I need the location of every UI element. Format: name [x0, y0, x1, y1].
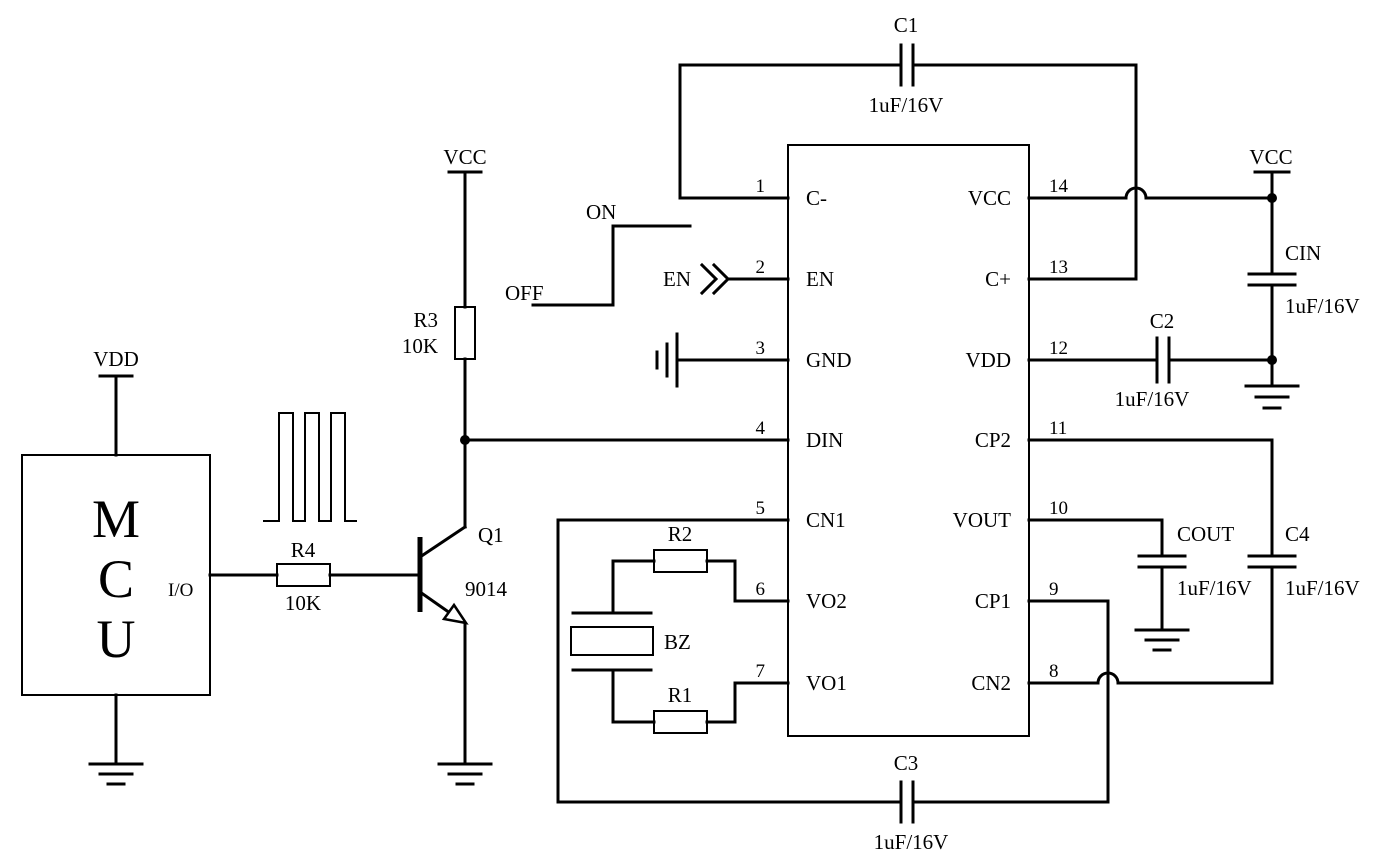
mcu-letter-c: C: [98, 549, 134, 609]
vcc-junction: [1267, 193, 1277, 203]
switch-on-label: ON: [586, 200, 616, 224]
pulse-waveform: [263, 412, 357, 522]
cin-vcc-label: VCC: [1249, 145, 1292, 169]
mcu-letter-u: U: [97, 609, 136, 669]
gnd-junction: [1267, 355, 1277, 365]
r1-resistor: R1: [611, 668, 737, 734]
pin-3-name: GND: [806, 348, 852, 372]
pin-10-name: VOUT: [953, 508, 1011, 532]
q1-transistor: Q1 9014: [417, 523, 508, 786]
mcu-ground-symbol: [88, 693, 144, 786]
switch-off-label: OFF: [505, 281, 544, 305]
cin-ref: CIN: [1285, 241, 1321, 265]
pin-5-number: 5: [756, 498, 766, 519]
c2-value: 1uF/16V: [1115, 387, 1190, 411]
cout-capacitor: COUT 1uF/16V: [1027, 518, 1252, 652]
pin-13-name: C+: [985, 267, 1011, 291]
pin-2-number: 2: [756, 257, 766, 278]
pin-2-name: EN: [806, 267, 834, 291]
r3-vcc-label: VCC: [443, 145, 486, 169]
q1-ref: Q1: [478, 523, 504, 547]
pin-4-name: DIN: [806, 428, 843, 452]
cout-ground-symbol: [1134, 628, 1190, 652]
r3-resistor: VCC R3 10K: [402, 145, 487, 529]
pin-4-number: 4: [756, 418, 766, 439]
pin-8-number: 8: [1049, 661, 1059, 682]
cout-value: 1uF/16V: [1177, 576, 1252, 600]
pin-1-number: 1: [756, 176, 766, 197]
pin-12-number: 12: [1049, 338, 1068, 359]
en-port: EN: [663, 262, 790, 296]
pin-9-name: CP1: [975, 589, 1011, 613]
mcu-letter-m: M: [92, 489, 140, 549]
c1-capacitor: C1 1uF/16V: [678, 13, 1138, 281]
r4-value: 10K: [285, 591, 321, 615]
c4-ref: C4: [1285, 522, 1310, 546]
c1-ref: C1: [894, 13, 919, 37]
pin-1-name: C-: [806, 186, 827, 210]
mcu-vdd-label: VDD: [93, 347, 139, 371]
buzzer-bz: BZ: [570, 611, 691, 672]
pin-6-number: 6: [756, 579, 766, 600]
mcu-io-label: I/O: [168, 580, 193, 601]
c4-value: 1uF/16V: [1285, 576, 1360, 600]
on-off-switch: ON OFF: [505, 200, 692, 307]
c4-capacitor: C4 1uF/16V: [1027, 438, 1360, 685]
r4-resistor: R4 10K: [208, 538, 420, 615]
pin-9-number: 9: [1049, 579, 1059, 600]
pin-5-name: CN1: [806, 508, 846, 532]
gnd-pin-symbol: [655, 332, 790, 388]
pin-7-name: VO1: [806, 671, 847, 695]
cin-capacitor: CIN 1uF/16V: [1247, 241, 1360, 388]
q1-ground-symbol: [437, 762, 493, 786]
pin-14-name: VCC: [968, 186, 1011, 210]
c1-value: 1uF/16V: [869, 93, 944, 117]
r1-ref: R1: [668, 683, 693, 707]
c3-ref: C3: [894, 751, 919, 775]
en-port-label: EN: [663, 267, 691, 291]
cout-ref: COUT: [1177, 522, 1234, 546]
pin-12-name: VDD: [966, 348, 1012, 372]
r3-ref: R3: [413, 308, 438, 332]
cin-ground-symbol: [1244, 384, 1300, 410]
c2-ref: C2: [1150, 309, 1175, 333]
pin-10-number: 10: [1049, 498, 1068, 519]
pin-7-number: 7: [756, 661, 766, 682]
c2-capacitor: C2 1uF/16V: [1027, 309, 1274, 411]
pin-14-number: 14: [1049, 176, 1069, 197]
pin-11-number: 11: [1049, 418, 1067, 439]
c3-value: 1uF/16V: [874, 830, 949, 854]
mcu-block: M C U I/O VDD: [21, 347, 211, 786]
bz-ref: BZ: [664, 630, 691, 654]
pin-11-name: CP2: [975, 428, 1011, 452]
pin-3-number: 3: [756, 338, 766, 359]
pin-6-name: VO2: [806, 589, 847, 613]
vcc-net: VCC: [1027, 145, 1293, 274]
c3-capacitor: C3 1uF/16V: [556, 518, 1110, 854]
r2-resistor: R2: [611, 522, 737, 615]
r3-value: 10K: [402, 334, 438, 358]
q1-part: 9014: [465, 577, 508, 601]
r2-ref: R2: [668, 522, 693, 546]
pin-8-name: CN2: [971, 671, 1011, 695]
cin-value: 1uF/16V: [1285, 294, 1360, 318]
pin-13-number: 13: [1049, 257, 1068, 278]
r4-ref: R4: [291, 538, 316, 562]
